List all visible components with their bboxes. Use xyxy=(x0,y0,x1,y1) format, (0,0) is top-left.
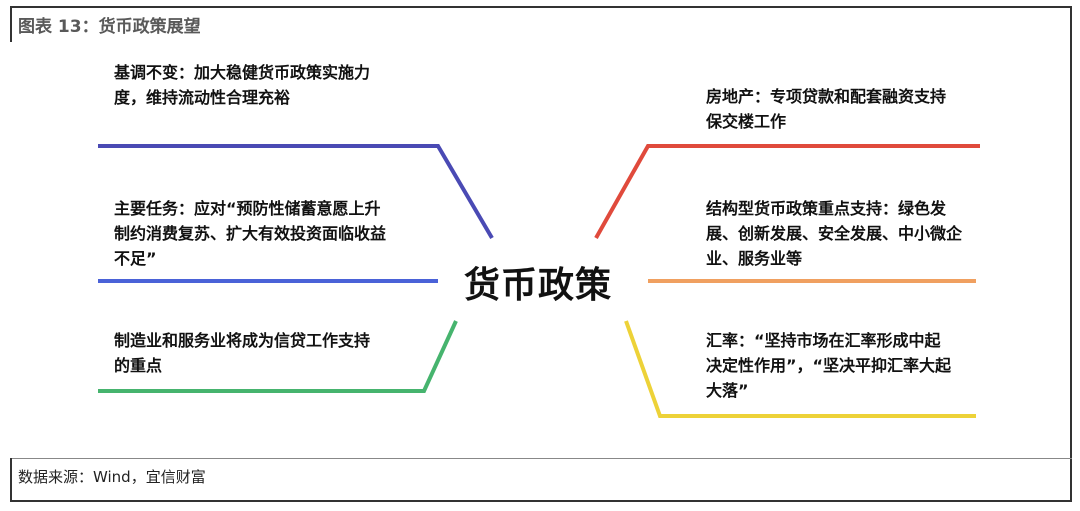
center-node-label: 货币政策 xyxy=(464,265,613,306)
branch-text-right-bottom: 汇率：“坚持市场在汇率形成中起决定性作用”，“坚决平抑汇率大起大落” xyxy=(706,331,952,400)
frame-right-border xyxy=(1070,6,1072,502)
connector-left-top xyxy=(98,144,494,240)
connector-right-bottom xyxy=(624,320,976,418)
source-note: 数据来源：Wind，宜信财富 xyxy=(18,468,206,486)
figure-title: 图表 13：货币政策展望 xyxy=(18,17,201,37)
branch-text-right-mid: 结构型货币政策重点支持：绿色发展、创新发展、安全发展、中小微企业、服务业等 xyxy=(706,199,963,268)
frame-left-top-border xyxy=(10,6,12,42)
frame-top-border xyxy=(10,6,1072,8)
branch-text-left-mid: 主要任务：应对“预防性储蓄意愿上升制约消费复苏、扩大有效投资面临收益不足” xyxy=(114,199,387,268)
branch-text-left-top: 基调不变：加大稳健货币政策实施力度，维持流动性合理充裕 xyxy=(114,63,371,107)
connector-left-bottom xyxy=(98,320,458,393)
frame-divider xyxy=(10,458,1072,459)
frame-bottom-border xyxy=(10,500,1072,502)
branch-text-right-top: 房地产：专项贷款和配套融资支持保交楼工作 xyxy=(706,87,947,131)
branch-text-left-bottom: 制造业和服务业将成为信贷工作支持的重点 xyxy=(114,331,371,375)
frame-left-bottom-border xyxy=(10,458,12,502)
connector-right-top xyxy=(594,144,980,239)
